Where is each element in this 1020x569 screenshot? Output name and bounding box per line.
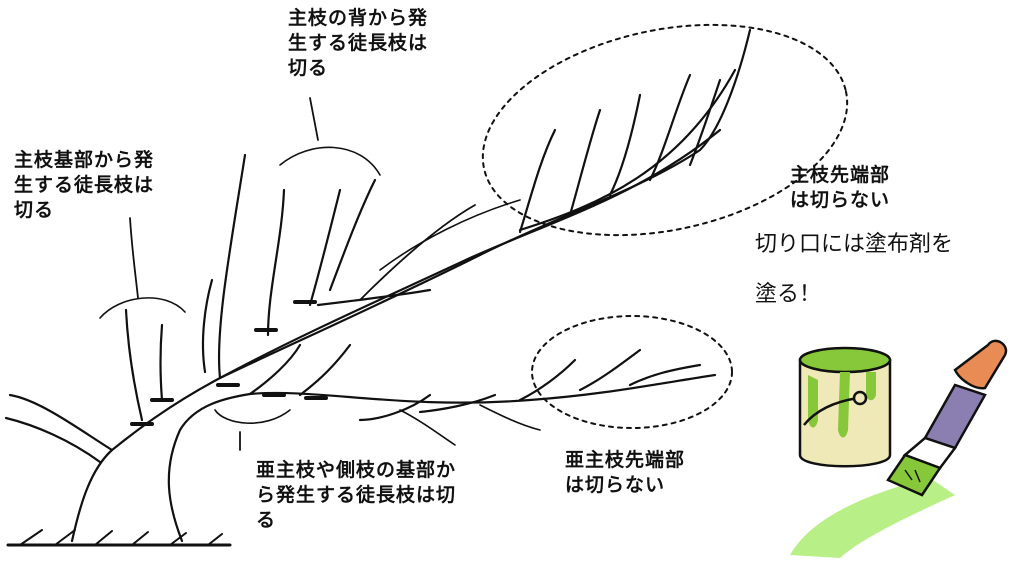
note-line-1: 切り口には塗布剤を (755, 232, 954, 257)
paint-can-icon (798, 346, 892, 468)
label-sub-tip: 亜主枝先端部 は切らない (565, 449, 686, 496)
label-main-tip: 主枝先端部 は切らない (790, 164, 891, 211)
label-sub-base: 亜主枝や側枝の基部か ら発生する徒長枝は切 る (256, 459, 457, 531)
paint-stroke-icon (790, 478, 955, 558)
note-line-2: 塗る！ (755, 282, 822, 307)
paint-brush-icon (886, 339, 1008, 497)
label-left-base: 主枝基部から発 生する徒長枝は 切る (14, 149, 155, 221)
label-top-center: 主枝の背から発 生する徒長枝は 切る (288, 7, 429, 79)
